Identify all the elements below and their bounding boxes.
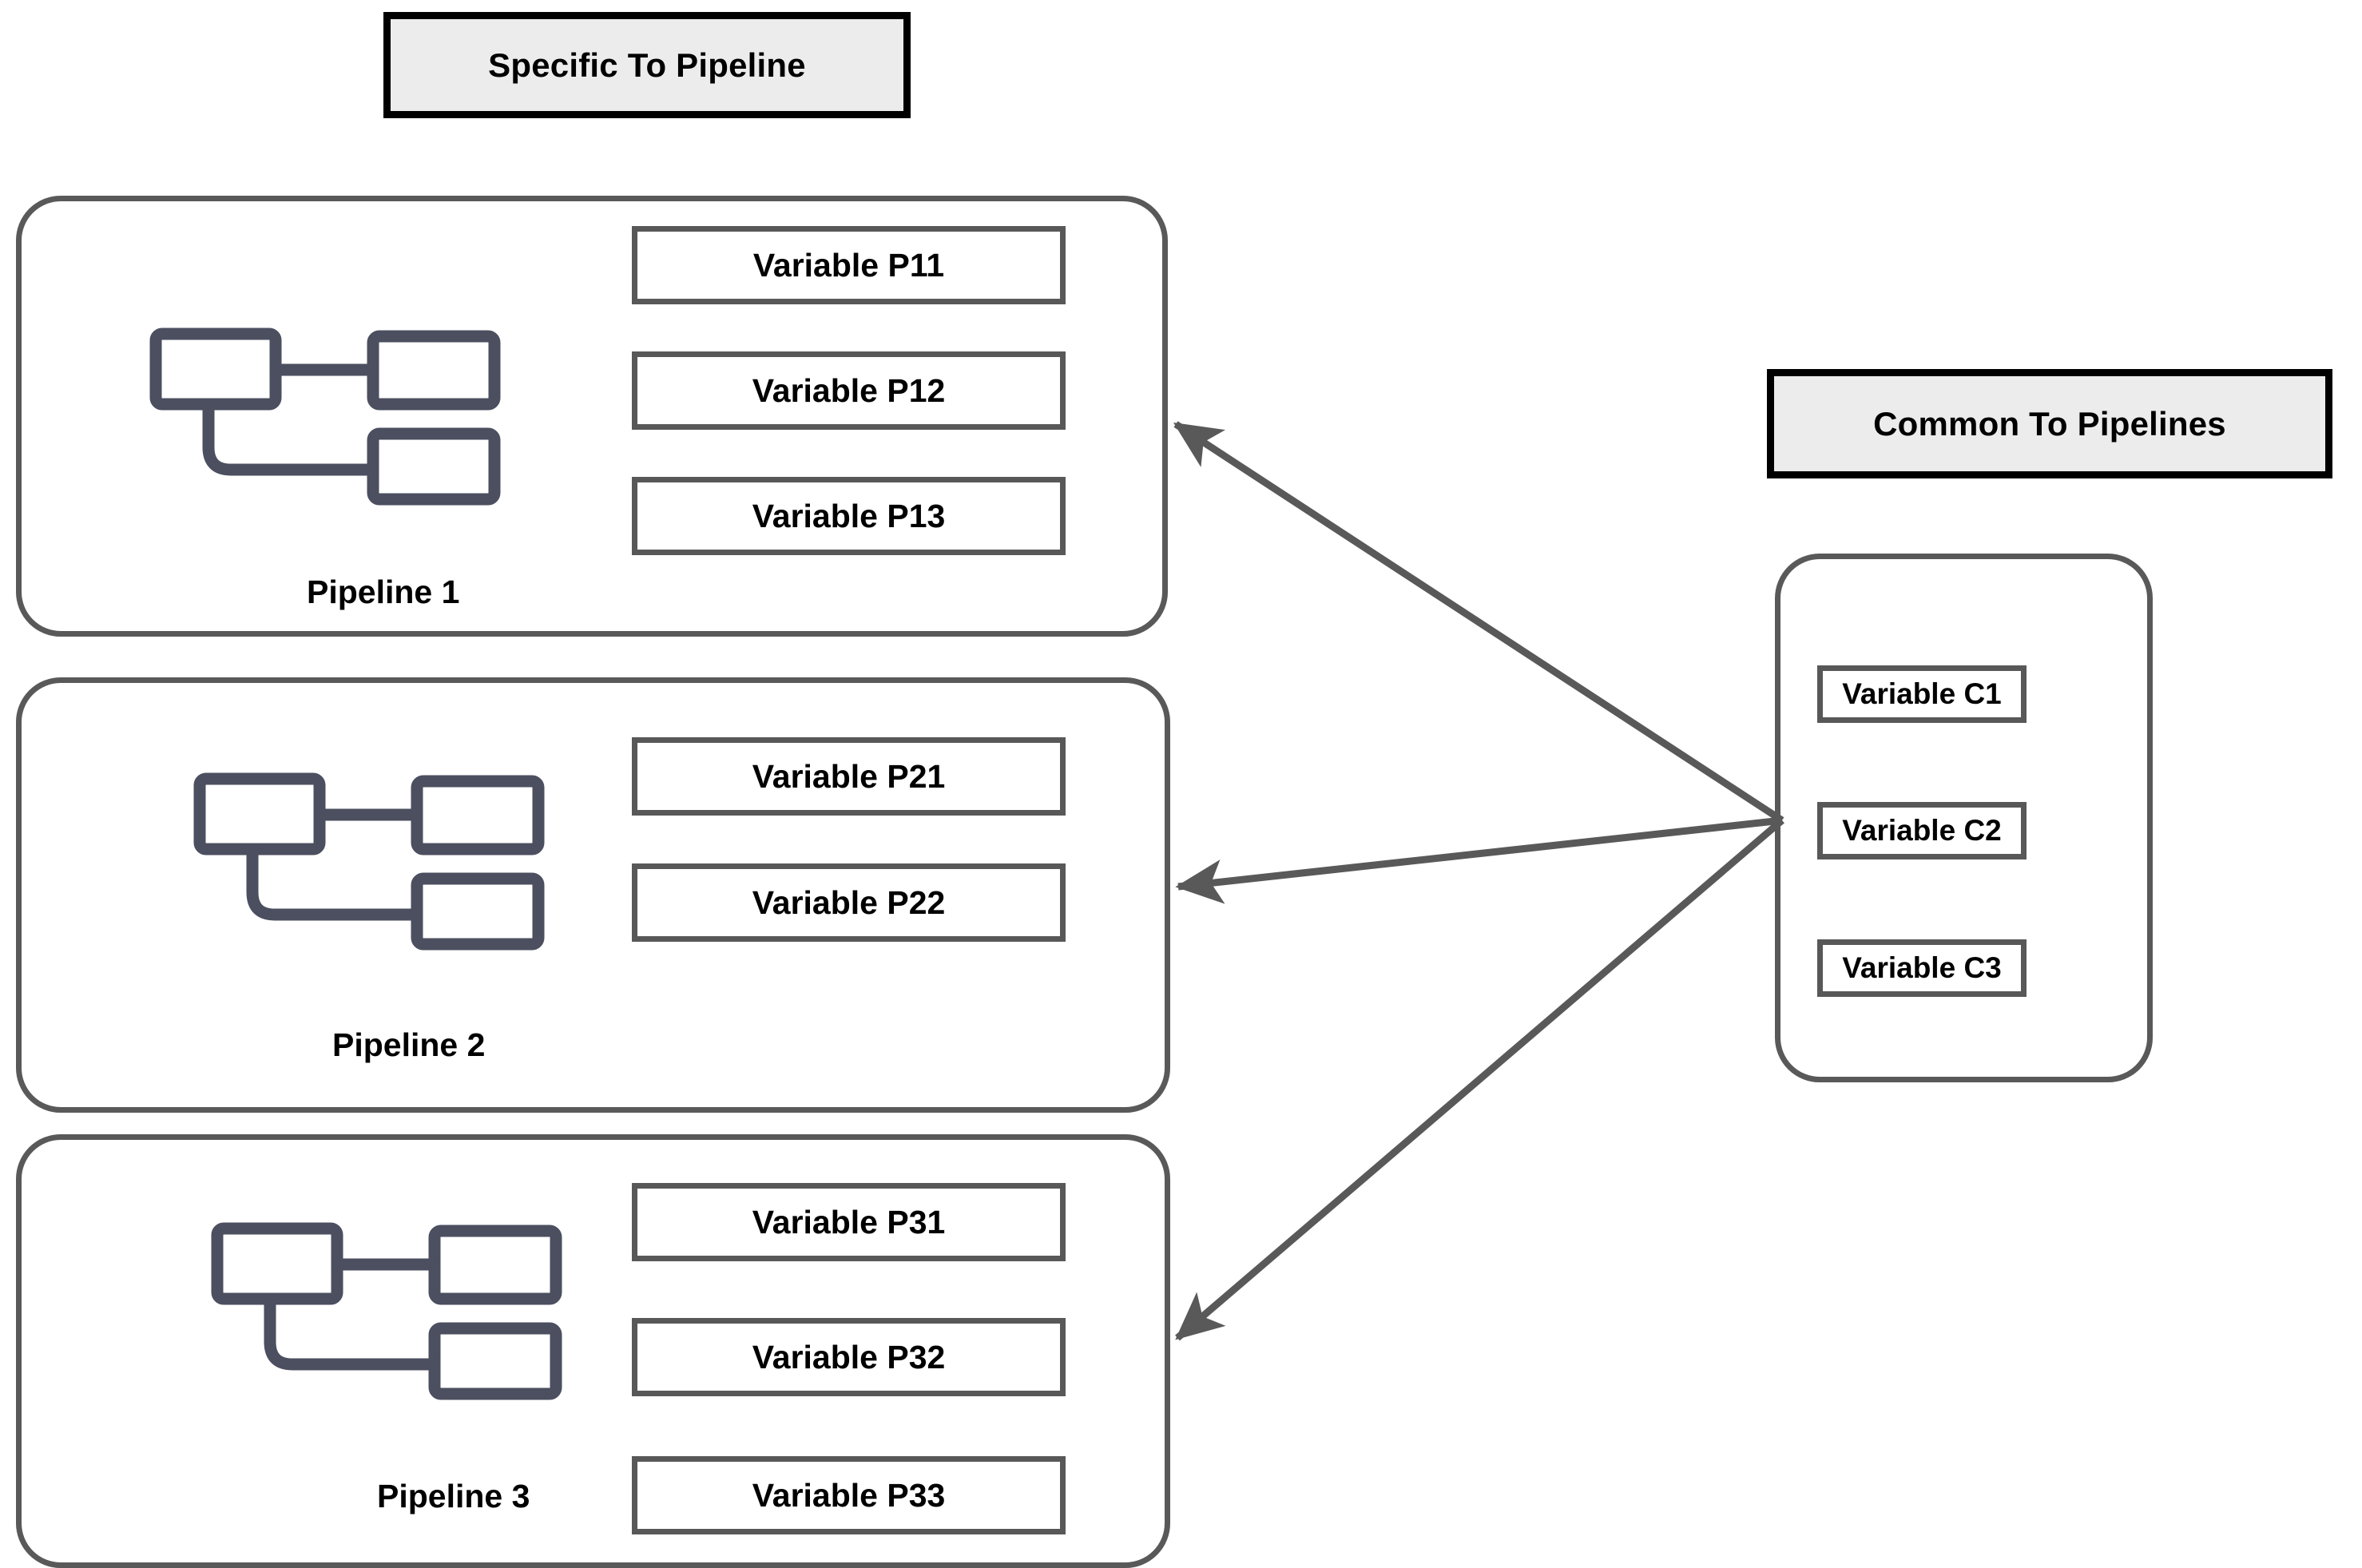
variable-chip-c3[interactable]: Variable C3: [1817, 939, 2027, 997]
variable-chip-p12[interactable]: Variable P12: [632, 351, 1066, 430]
variable-chip-p31[interactable]: Variable P31: [632, 1183, 1066, 1261]
variable-chip-label: Variable C1: [1842, 677, 2002, 710]
arrow-common-to-pipeline-1: [1173, 421, 1784, 824]
pipeline-flow-icon: [209, 1221, 569, 1400]
variable-chip-label: Variable P22: [752, 883, 946, 921]
variable-chip-label: Variable P21: [752, 757, 946, 795]
section-header-common-to-pipelines: Common To Pipelines: [1767, 369, 2332, 478]
section-header-common-label: Common To Pipelines: [1873, 404, 2226, 443]
variable-chip-label: Variable P13: [752, 497, 946, 534]
variable-chip-p22[interactable]: Variable P22: [632, 863, 1066, 942]
variable-chip-p13[interactable]: Variable P13: [632, 477, 1066, 555]
variable-chip-label: Variable P12: [752, 371, 946, 409]
arrow-common-to-pipeline-2: [1175, 816, 1783, 904]
pipeline-3-label: Pipeline 3: [377, 1478, 530, 1514]
pipeline-1-label: Pipeline 1: [307, 574, 460, 610]
variable-chip-p33[interactable]: Variable P33: [632, 1456, 1066, 1534]
arrow-common-to-pipeline-3: [1175, 817, 1784, 1341]
variable-chip-p32[interactable]: Variable P32: [632, 1318, 1066, 1396]
section-header-specific-label: Specific To Pipeline: [488, 46, 806, 84]
variable-chip-label: Variable P32: [752, 1338, 946, 1375]
pipeline-flow-icon: [148, 326, 507, 506]
variable-chip-label: Variable P31: [752, 1203, 946, 1241]
section-header-specific-to-pipeline: Specific To Pipeline: [383, 12, 911, 118]
variable-chip-label: Variable P11: [752, 246, 945, 284]
variable-chip-c2[interactable]: Variable C2: [1817, 802, 2027, 859]
pipeline-2-label: Pipeline 2: [332, 1026, 486, 1063]
variable-chip-label: Variable C3: [1842, 951, 2002, 984]
variable-chip-p11[interactable]: Variable P11: [632, 226, 1066, 304]
pipeline-flow-icon: [192, 771, 551, 951]
variable-chip-label: Variable C2: [1842, 814, 2002, 847]
variable-chip-c1[interactable]: Variable C1: [1817, 665, 2027, 723]
variable-chip-label: Variable P33: [752, 1476, 946, 1514]
variable-chip-p21[interactable]: Variable P21: [632, 737, 1066, 816]
